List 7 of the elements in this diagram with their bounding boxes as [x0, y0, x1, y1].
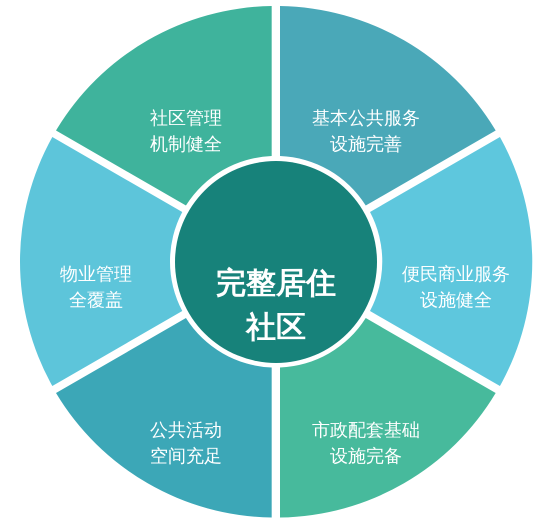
- segment-label: 便民商业服务设施健全: [400, 262, 511, 314]
- segment-label: 市政配套基础设施完备: [311, 418, 421, 469]
- segment-label: 公共活动空间充足: [148, 418, 223, 469]
- segment-label: 基本公共服务设施完善: [311, 107, 421, 158]
- segment-label: 物业管理全覆盖: [59, 262, 133, 314]
- center-title: 完整居住社区: [215, 265, 337, 346]
- segment-label: 社区管理机制健全: [148, 107, 223, 158]
